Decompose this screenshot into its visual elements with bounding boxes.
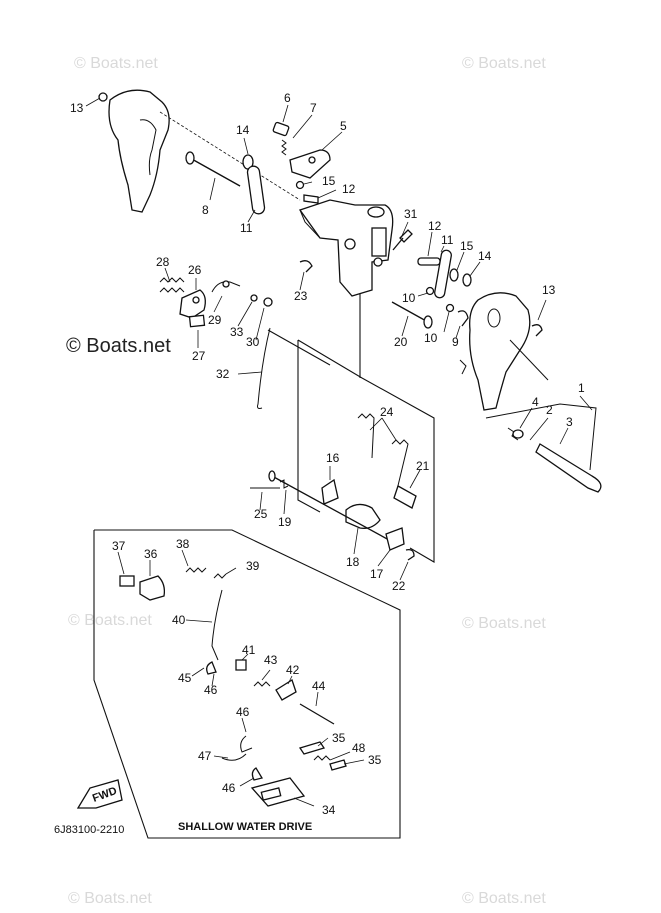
callout-c23: 23 <box>294 289 308 303</box>
callout-c45: 45 <box>178 671 192 685</box>
callout-c26: 26 <box>188 263 202 277</box>
watermark-mid-left: © Boats.net <box>68 612 152 629</box>
callout-c29: 29 <box>208 313 222 327</box>
callout-c11a: 11 <box>240 221 253 235</box>
left-clamp-bracket <box>85 89 301 213</box>
fwd-arrow-icon: FWD <box>76 779 123 809</box>
callout-c14a: 14 <box>236 123 250 137</box>
callout-c35a: 35 <box>332 731 346 745</box>
callout-c22: 22 <box>392 579 406 593</box>
callout-c28: 28 <box>156 255 170 269</box>
callout-c14b: 14 <box>478 249 492 263</box>
clip-23 <box>299 260 313 291</box>
inset-title: SHALLOW WATER DRIVE <box>178 821 312 833</box>
callout-c5: 5 <box>340 119 347 133</box>
shallow-water-inset <box>93 529 401 839</box>
callout-c11b: 11 <box>441 233 454 247</box>
callout-c46c: 46 <box>222 781 236 795</box>
callout-c32: 32 <box>216 367 230 381</box>
callout-c13a: 13 <box>70 101 84 115</box>
watermark-top-right: © Boats.net <box>462 55 546 72</box>
callout-c34: 34 <box>322 803 336 817</box>
washers-10-9 <box>417 286 469 339</box>
callout-c36: 36 <box>144 547 158 561</box>
bolt-8 <box>185 151 241 201</box>
callout-c7: 7 <box>310 101 317 115</box>
callout-c4: 4 <box>532 395 539 409</box>
callout-c48: 48 <box>352 741 366 755</box>
callout-c8: 8 <box>202 203 209 217</box>
callout-c39: 39 <box>246 559 260 573</box>
parts-6-7-5 <box>272 104 343 179</box>
watermark-bottom-right: © Boats.net <box>462 890 546 907</box>
callout-c46a: 46 <box>204 683 218 697</box>
bolt-20 <box>391 301 433 337</box>
right-pins <box>392 221 481 299</box>
tilt-lever-1-4 <box>485 395 602 493</box>
callout-c24: 24 <box>380 405 394 419</box>
callout-c20: 20 <box>394 335 408 349</box>
callout-c27: 27 <box>192 349 206 363</box>
drawing-code: 6J83100-2210 <box>54 824 124 836</box>
callout-c30: 30 <box>246 335 260 349</box>
callout-c18: 18 <box>346 555 360 569</box>
callout-c31: 31 <box>404 207 418 221</box>
watermark-bottom-left: © Boats.net <box>68 890 152 907</box>
lock-assembly-left <box>159 267 273 409</box>
callout-c10b: 10 <box>424 331 438 345</box>
callout-c43: 43 <box>264 653 278 667</box>
callout-c47: 47 <box>198 749 212 763</box>
callout-c44: 44 <box>312 679 326 693</box>
watermark-mid-right: © Boats.net <box>462 615 546 632</box>
callout-c6: 6 <box>284 91 291 105</box>
callout-c37: 37 <box>112 539 126 553</box>
watermark-top-left: © Boats.net <box>74 55 158 72</box>
parts-15-12 <box>295 180 337 204</box>
callout-c16: 16 <box>326 451 340 465</box>
callout-c35b: 35 <box>368 753 382 767</box>
callout-c38: 38 <box>176 537 190 551</box>
right-clamp-bracket <box>459 292 549 411</box>
washer-14-upper <box>242 137 254 170</box>
center-lock-assembly <box>250 413 421 581</box>
callout-c40: 40 <box>172 613 186 627</box>
explode-boundary <box>267 292 435 563</box>
callout-c33: 33 <box>230 325 244 339</box>
callout-c19: 19 <box>278 515 292 529</box>
callout-c42: 42 <box>286 663 300 677</box>
link-11-upper <box>246 165 266 223</box>
callout-c2: 2 <box>546 403 553 417</box>
callout-c10a: 10 <box>402 291 416 305</box>
callout-c12a: 12 <box>342 182 356 196</box>
callout-c15b: 15 <box>460 239 474 253</box>
callout-c15a: 15 <box>322 174 336 188</box>
watermarks: © Boats.net © Boats.net © Boats.net © Bo… <box>66 55 546 907</box>
watermark-prominent: © Boats.net <box>66 335 171 357</box>
callout-c3: 3 <box>566 415 573 429</box>
callout-c17: 17 <box>370 567 384 581</box>
callout-c9: 9 <box>452 335 459 349</box>
callout-c12b: 12 <box>428 219 442 233</box>
swivel-bracket <box>298 199 394 297</box>
callout-c13b: 13 <box>542 283 556 297</box>
callout-c25: 25 <box>254 507 268 521</box>
callout-c1: 1 <box>578 381 585 395</box>
callout-c21: 21 <box>416 459 430 473</box>
callout-c46b: 46 <box>236 705 250 719</box>
callout-c41: 41 <box>242 643 256 657</box>
